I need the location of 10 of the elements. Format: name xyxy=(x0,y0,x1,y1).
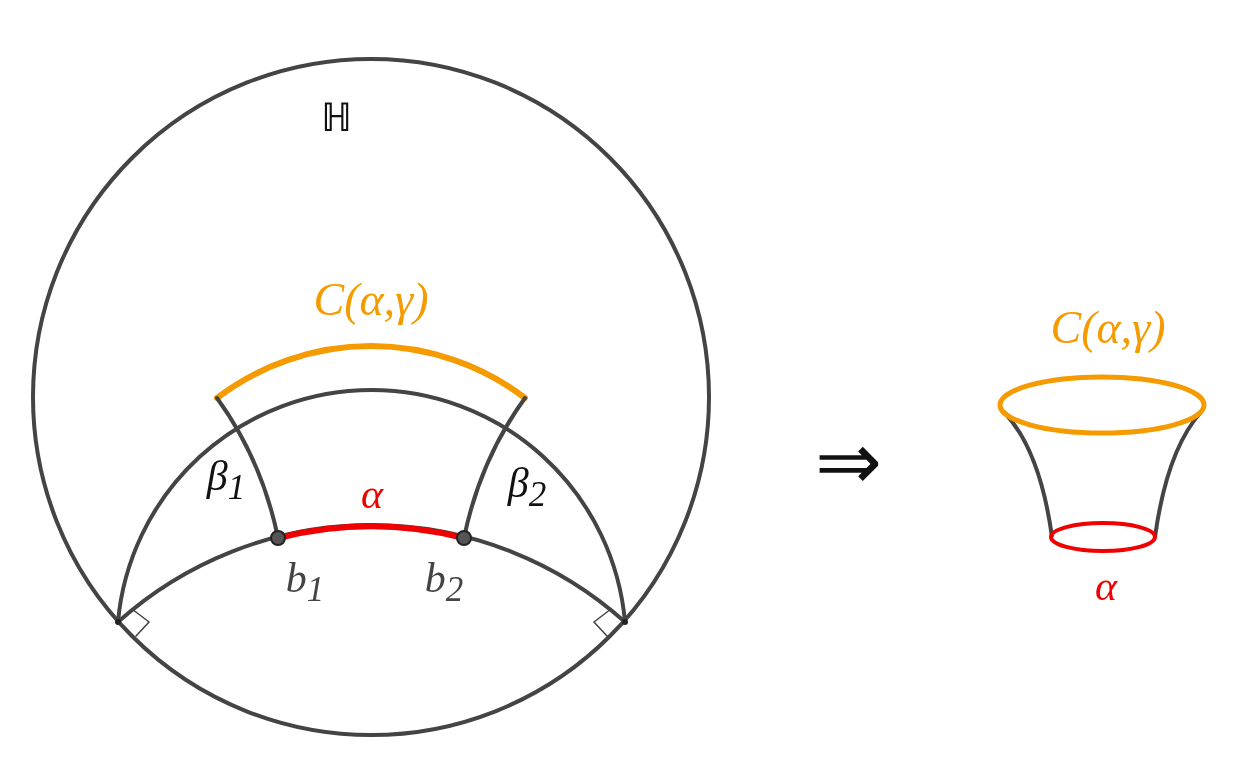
space-label: ℍ xyxy=(320,98,352,138)
point-label: b$_{2}$ xyxy=(424,556,464,608)
curve-label: α xyxy=(361,473,383,515)
curve-label: α xyxy=(1095,565,1117,607)
curve-label: C(α,γ) xyxy=(313,277,429,323)
geodesic-label: β$_{1}$ xyxy=(206,454,246,506)
point-label: b$_{1}$ xyxy=(285,556,325,608)
implication-sign: ⇒ xyxy=(814,422,882,502)
geodesic-label: β$_{2}$ xyxy=(507,461,547,513)
curve-label: C(α,γ) xyxy=(1050,305,1166,351)
